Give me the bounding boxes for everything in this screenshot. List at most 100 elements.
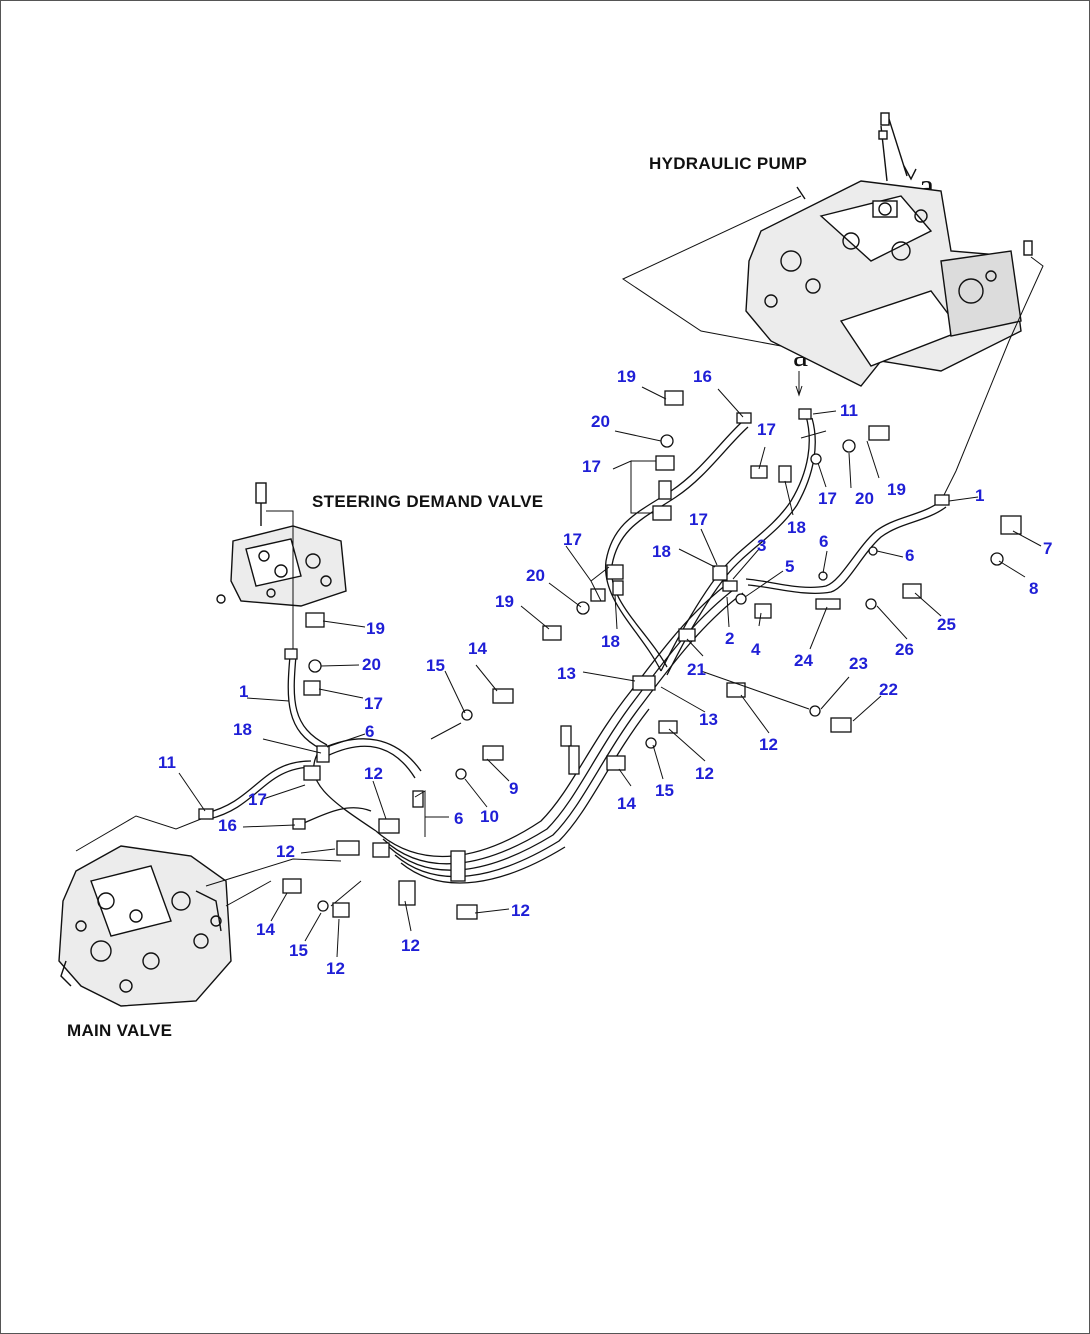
- callout-17-left: 17: [248, 790, 267, 809]
- clamp-13-upper: [632, 675, 656, 691]
- callout-4: 4: [751, 640, 761, 659]
- callout-18-pump: 18: [787, 518, 806, 537]
- callout-11-top: 11: [840, 401, 858, 420]
- callout-12-lower: 12: [511, 901, 530, 920]
- callout-14-left: 14: [256, 920, 275, 939]
- callout-12-center: 12: [364, 764, 383, 783]
- bolt-22: [830, 717, 852, 733]
- washer-15-upper: [461, 709, 473, 721]
- clamp-bundle-mid-b: [568, 745, 580, 775]
- clamp-18-left: [316, 745, 330, 763]
- bolt-19-top: [664, 390, 684, 406]
- steering-valve-leader-lines: [266, 510, 294, 656]
- callout-3: 3: [757, 536, 766, 555]
- callout-numbers: 19 16 11 20 17 17 17 20 19 18 1 7 8 17 1…: [158, 367, 1052, 978]
- bolt-14-upper: [492, 688, 514, 704]
- callout-19-steering: 19: [366, 619, 385, 638]
- fittings-and-clamps: [198, 390, 1022, 920]
- callout-12-bottom: 12: [326, 959, 345, 978]
- callout-16-left: 16: [218, 816, 237, 835]
- callout-17-pump-lower: 17: [818, 489, 837, 508]
- piping-hoses: [205, 415, 947, 884]
- callout-13-upper: 13: [557, 664, 576, 683]
- washer-10: [455, 768, 467, 780]
- callout-20-mid: 20: [526, 566, 545, 585]
- callout-leader-lines: [178, 386, 1042, 958]
- bolt-9: [482, 745, 504, 761]
- callout-15-left: 15: [289, 941, 308, 960]
- clamp-17-pump: [750, 465, 768, 479]
- washer-20-right: [842, 439, 856, 453]
- clamp-12-lower: [456, 904, 478, 920]
- callout-7: 7: [1043, 539, 1052, 558]
- washer-20-top: [660, 434, 674, 448]
- washer-5: [735, 593, 747, 605]
- callout-17-steering: 17: [364, 694, 383, 713]
- steering-demand-valve-title: STEERING DEMAND VALVE: [312, 492, 543, 511]
- callout-17-mid-right: 17: [689, 510, 708, 529]
- callout-13-right: 13: [699, 710, 718, 729]
- callout-17-upper-left: 17: [582, 457, 601, 476]
- callout-15-upper: 15: [426, 656, 445, 675]
- clamp-21: [678, 628, 696, 642]
- washer-20-mid: [576, 601, 590, 615]
- washer-15-mid: [645, 737, 657, 749]
- callout-13-left: 12: [401, 936, 420, 955]
- callout-1-right: 1: [975, 486, 984, 505]
- main-valve-leader-lines: [75, 815, 362, 907]
- callout-12-far-right: 12: [759, 735, 778, 754]
- clamp-13-left-b: [398, 880, 416, 906]
- bolt-19-steering: [305, 612, 325, 628]
- washer-8: [990, 552, 1004, 566]
- hydraulic-pump-illustration: [745, 112, 1033, 387]
- callout-2: 2: [725, 629, 734, 648]
- callout-6-center: 6: [454, 809, 463, 828]
- clamp-bundle-mid: [560, 725, 572, 747]
- callout-18-mid-right: 18: [652, 542, 671, 561]
- joint-6-right: [818, 571, 828, 581]
- callout-16-top: 16: [693, 367, 712, 386]
- callout-6-far-right: 6: [905, 546, 914, 565]
- clamp-3: [722, 580, 738, 592]
- bolt-14-left: [282, 878, 302, 894]
- callout-24: 24: [794, 651, 813, 670]
- joint-6-center: [412, 790, 424, 808]
- callout-18-left: 18: [233, 720, 252, 739]
- callout-11-left: 11: [158, 753, 176, 772]
- callout-8: 8: [1029, 579, 1038, 598]
- clamp-12-left: [336, 840, 360, 856]
- clamp-17-upper-b: [652, 505, 672, 521]
- clamp-17-left: [303, 765, 321, 781]
- washer-23: [809, 705, 821, 717]
- pump-leader-lines: [621, 195, 1044, 502]
- washer-20-steering: [308, 659, 322, 673]
- callout-6-right: 6: [819, 532, 828, 551]
- clamp-13-left-a: [372, 842, 390, 858]
- clamp-18-pump: [778, 465, 792, 483]
- callout-20-steering: 20: [362, 655, 381, 674]
- main-valve-title: MAIN VALVE: [67, 1021, 172, 1040]
- callout-1-left: 1: [239, 682, 248, 701]
- washer-17-pump: [810, 453, 822, 465]
- callout-19-mid: 19: [495, 592, 514, 611]
- bolt-7: [1000, 515, 1022, 535]
- fitting-hose-1-right: [934, 494, 950, 506]
- callout-25: 25: [937, 615, 956, 634]
- clamp-12-center: [378, 818, 400, 834]
- clamp-18-mid: [612, 580, 624, 596]
- callout-19-top: 19: [617, 367, 636, 386]
- callout-19-right: 19: [887, 480, 906, 499]
- callout-6-left: 6: [365, 722, 374, 741]
- callout-5: 5: [785, 557, 794, 576]
- callout-9: 9: [509, 779, 518, 798]
- callout-17-pump: 17: [757, 420, 776, 439]
- clamp-18-upper: [658, 480, 672, 500]
- clamp-bundle: [450, 850, 466, 882]
- bolt-4: [754, 603, 772, 619]
- clamp-12-bottom: [332, 902, 350, 918]
- hydraulic-pump-title: HYDRAULIC PUMP: [649, 154, 807, 173]
- clamp-12-mid: [658, 720, 678, 734]
- steering-demand-valve-illustration: [216, 482, 347, 607]
